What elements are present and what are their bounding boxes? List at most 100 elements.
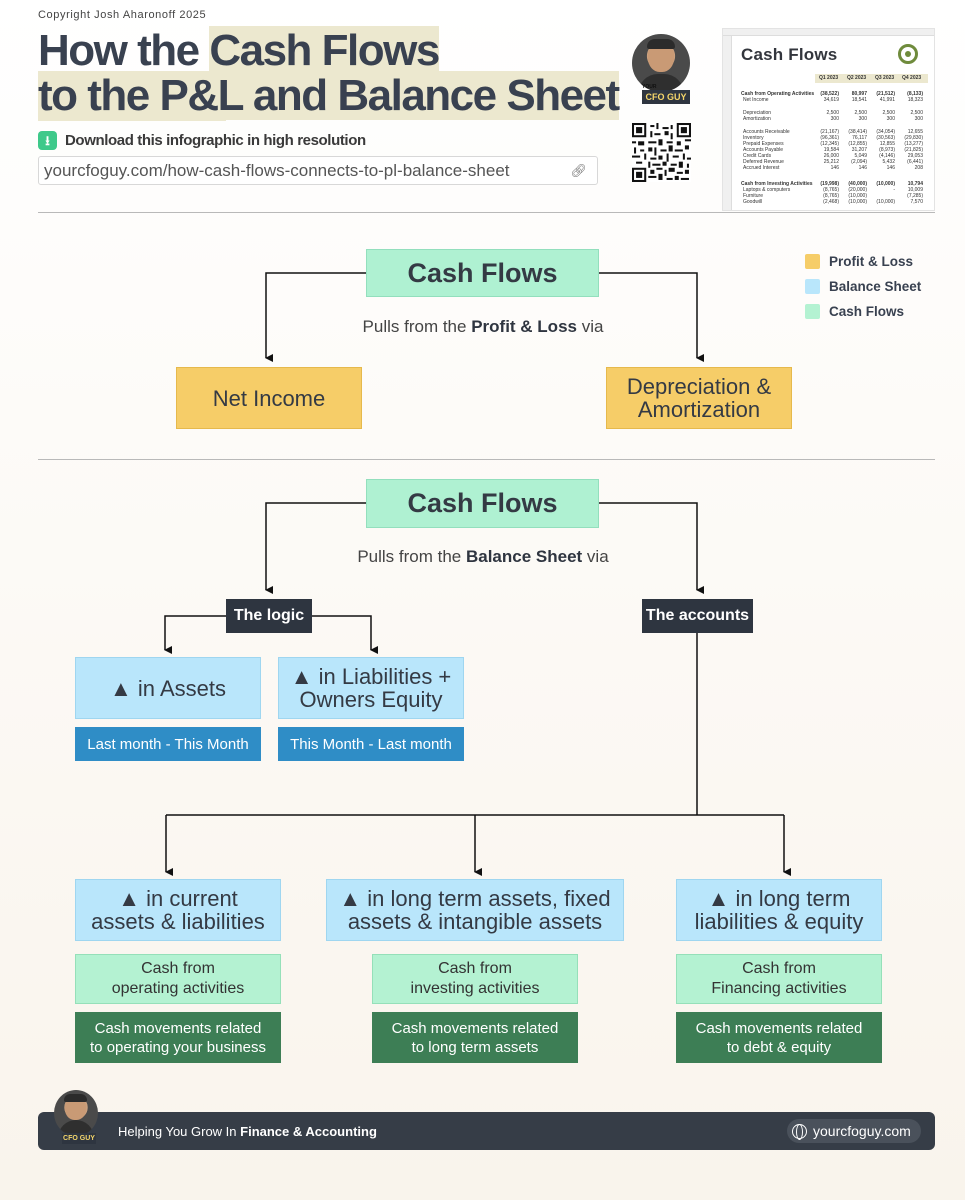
box-line: Cash movements related: [695, 1019, 863, 1037]
sheet-cell: (34,054): [876, 129, 895, 135]
sheet-row-label: Cash from Investing Activities: [741, 181, 813, 187]
pulls-suffix: via: [582, 547, 609, 566]
sheet-cell: 34,619: [823, 97, 839, 103]
section-divider: [38, 212, 935, 213]
sheet-cell: 146: [858, 165, 867, 171]
sheet-cell: 10,794: [907, 181, 923, 187]
qr-code[interactable]: [632, 122, 691, 183]
legend-swatch: [805, 254, 820, 269]
url-field[interactable]: yourcfoguy.com/how-cash-flows-connects-t…: [38, 156, 598, 185]
change-in-assets-box: ▲ in Assets: [75, 657, 261, 719]
legend-swatch: [805, 304, 820, 319]
box-line: to operating your business: [90, 1038, 266, 1056]
sheet-row-label: Accrued Interest: [743, 165, 780, 171]
investing-description-box: Cash movements related to long term asse…: [372, 1012, 578, 1063]
sheet-row-label: Accounts Receivable: [743, 129, 790, 135]
badge-top-text: YOUR: [642, 84, 657, 90]
liabilities-formula-box: This Month - Last month: [278, 727, 464, 761]
assets-formula-box: Last month - This Month: [75, 727, 261, 761]
sheet-cell: 2,500: [910, 110, 923, 116]
change-current-assets-liabilities-box: ▲ in current assets & liabilities: [75, 879, 281, 941]
legend-item-profit-loss: Profit & Loss: [805, 254, 913, 269]
box-line: Depreciation &: [626, 374, 772, 399]
sheet-cell: (13,277): [904, 141, 923, 147]
box-line: liabilities & equity: [694, 909, 864, 934]
sheet-cell: 146: [886, 165, 895, 171]
page-title-line-2: to the P&L and Balance Sheet: [38, 71, 628, 120]
url-text: yourcfoguy.com/how-cash-flows-connects-t…: [44, 160, 510, 180]
download-text: Download this infographic in high resolu…: [65, 131, 366, 149]
sheet-cell: 80,997: [851, 91, 867, 97]
pulls-bold: Profit & Loss: [471, 317, 577, 336]
box-line: Cash from: [742, 960, 816, 977]
section-divider: [38, 459, 935, 460]
box-line: ▲ in current: [118, 886, 238, 911]
cash-flows-box-bs: Cash Flows: [366, 479, 599, 528]
sheet-quarter: Q3 2023: [875, 75, 895, 81]
sheet-cell: 18,323: [907, 97, 923, 103]
sheet-cell: 300: [830, 116, 839, 122]
legend-label: Balance Sheet: [829, 279, 922, 294]
sheet-cell: (6,441): [907, 159, 923, 165]
cash-from-operating-box: Cash from operating activities: [75, 954, 281, 1004]
sheet-cell: 26,000: [823, 153, 839, 159]
sheet-cell: 5,432: [882, 159, 895, 165]
title-part-plain: How the: [38, 26, 210, 75]
sheet-cell: 41,991: [879, 97, 895, 103]
sheet-cell: (7,285): [907, 193, 923, 199]
sheet-cell: (8,973): [879, 147, 895, 153]
tagline-bold: Finance & Accounting: [240, 1124, 377, 1139]
sheet-row-label: Accounts Payable: [743, 147, 784, 153]
sheet-row-label: Prepaid Expenses: [743, 141, 784, 147]
tagline-prefix: Helping You Grow In: [118, 1124, 241, 1139]
change-long-term-assets-box: ▲ in long term assets, fixed assets & in…: [326, 879, 624, 941]
sheet-cell: (8,765): [823, 193, 839, 199]
sheet-cell: (38,522): [820, 91, 839, 97]
sheet-row-label: Credit Cards: [743, 153, 772, 159]
download-link[interactable]: ⭳ Download this infographic in high reso…: [38, 129, 366, 151]
cash-from-financing-box: Cash from Financing activities: [676, 954, 882, 1004]
sheet-cell: (40,000): [848, 181, 867, 187]
sheet-cell: 208: [914, 165, 923, 171]
box-line: Amortization: [637, 397, 761, 422]
sheet-cell: 25,212: [823, 159, 839, 165]
sheet-row-label: Net Income: [743, 97, 769, 103]
sheet-cell: (12,855): [848, 141, 867, 147]
copyright-text: Copyright Josh Aharonoff 2025: [38, 9, 207, 21]
sheet-cell: 5,049: [854, 153, 867, 159]
avatar: [632, 34, 690, 92]
the-logic-label: The logic: [226, 599, 312, 633]
box-line: assets & liabilities: [91, 909, 265, 934]
sheet-row-label: Laptops & computers: [743, 187, 791, 193]
legend-label: Profit & Loss: [829, 254, 914, 269]
sheet-row-label: Inventory: [743, 135, 764, 141]
sheet-cell: (30,563): [876, 135, 895, 141]
pulls-from-pl-text: Pulls from the Profit & Loss via: [300, 317, 666, 337]
globe-icon: [792, 1123, 807, 1140]
legend-item-balance-sheet: Balance Sheet: [805, 279, 921, 294]
box-line: investing activities: [410, 980, 540, 997]
sheet-cell: 2,500: [826, 110, 839, 116]
sheet-row-label: Deferred Revenue: [743, 159, 784, 165]
sheet-cell: (10,000): [876, 199, 895, 205]
sheet-cell: 12,855: [879, 141, 895, 147]
change-long-term-liabilities-equity-box: ▲ in long term liabilities & equity: [676, 879, 882, 941]
sheet-cell: (21,512): [876, 91, 895, 97]
box-line: Cash from: [438, 960, 512, 977]
sheet-cell: (21,167): [820, 129, 839, 135]
sheet-cell: (10,000): [848, 193, 867, 199]
sheet-cell: (4,146): [879, 153, 895, 159]
sheet-quarter: Q4 2023: [902, 75, 922, 81]
footer-website-link[interactable]: yourcfoguy.com: [787, 1119, 921, 1143]
sheet-cell: 29,053: [907, 153, 923, 159]
sheet-cell: (2,094): [851, 159, 867, 165]
box-line: to long term assets: [411, 1038, 539, 1056]
cash-from-investing-box: Cash from investing activities: [372, 954, 578, 1004]
sheet-cell: 31,207: [851, 147, 867, 153]
sheet-quarter: Q2 2023: [847, 75, 867, 81]
sheet-row-label: Amortization: [743, 116, 771, 122]
sheet-row-label: Cash from Operating Activities: [741, 91, 815, 97]
sheet-cell: (19,998): [820, 181, 839, 187]
pulls-suffix: via: [576, 317, 604, 336]
sheet-cell: (2,468): [823, 199, 839, 205]
